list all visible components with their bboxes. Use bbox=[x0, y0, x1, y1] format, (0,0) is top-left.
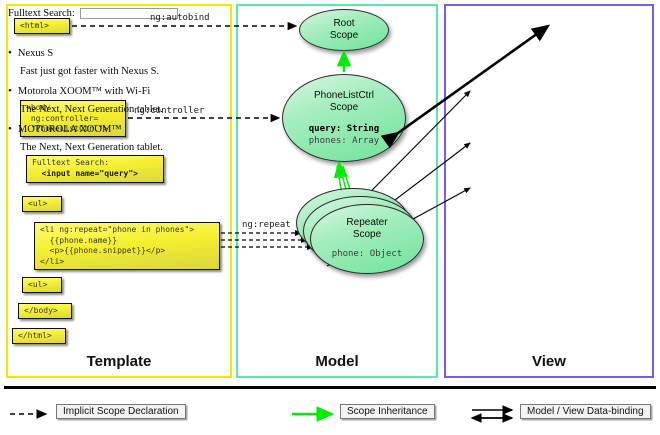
code-box-body-close: </body> bbox=[18, 303, 72, 319]
panel-view: View bbox=[444, 4, 654, 378]
view-search-row: Fulltext Search: bbox=[8, 8, 202, 19]
bullet-icon: • bbox=[8, 123, 12, 135]
view-phone-item: • Nexus S Fast just got faster with Nexu… bbox=[8, 47, 202, 78]
view-phone-name: Nexus S bbox=[17, 48, 54, 59]
code-box-ul-open: <ul> bbox=[22, 196, 62, 212]
view-phone-snippet: The Next, Next Generation tablet. bbox=[20, 104, 163, 115]
panel-label-model: Model bbox=[315, 353, 359, 370]
bullet-icon: • bbox=[8, 85, 12, 97]
scope-prop-phone: phone: Object bbox=[331, 249, 403, 259]
view-phone-name: Motorola XOOM™ with Wi-Fi bbox=[17, 86, 151, 97]
panel-label-view: View bbox=[532, 353, 566, 370]
view-phone-item: • Motorola XOOM™ with Wi-Fi The Next, Ne… bbox=[8, 85, 202, 116]
view-phone-name-row: • Motorola XOOM™ with Wi-Fi bbox=[8, 85, 202, 98]
code-box-li-repeat: <li ng:repeat="phone in phones"> {{phone… bbox=[34, 222, 220, 270]
legend-item-implicit-scope-declaration: Implicit Scope Declaration bbox=[56, 404, 186, 419]
scope-title-line: Repeater bbox=[346, 217, 388, 228]
bullet-icon: • bbox=[8, 47, 12, 59]
view-phone-name: MOTOROLA XOOM™ bbox=[17, 124, 122, 135]
legend: Implicit Scope Declaration Scope Inherit… bbox=[0, 398, 660, 432]
view-phone-name-row: • MOTOROLA XOOM™ bbox=[8, 123, 202, 136]
code-line: <p>{{phone.snippet}}</p> bbox=[40, 246, 166, 256]
scope-title-line: Root bbox=[333, 18, 355, 29]
edge-label-ng-controller: ng:controller bbox=[134, 106, 205, 116]
legend-label: Scope Inheritance bbox=[340, 404, 435, 419]
scope-prop-query: query: String bbox=[308, 124, 380, 134]
scope-title-line: PhoneListCtrl bbox=[313, 90, 375, 101]
view-search-label: Fulltext Search: bbox=[8, 8, 75, 19]
panel-label-template: Template bbox=[86, 353, 152, 370]
legend-item-model-view-data-binding: Model / View Data-binding bbox=[520, 404, 651, 419]
code-line: <li ng:repeat="phone in phones"> bbox=[40, 225, 195, 234]
legend-item-scope-inheritance: Scope Inheritance bbox=[340, 404, 435, 419]
legend-divider bbox=[4, 386, 656, 389]
view-phone-snippet: The Next, Next Generation tablet. bbox=[20, 142, 163, 153]
scope-title-line: Scope bbox=[329, 101, 359, 113]
scope-prop-phones: phones: Array bbox=[308, 135, 380, 146]
scope-title-line: Scope bbox=[352, 228, 382, 240]
edge-label-ng-repeat: ng:repeat bbox=[242, 220, 291, 230]
code-line: <body bbox=[26, 103, 51, 112]
view-search-input[interactable] bbox=[79, 8, 178, 19]
code-line: "PhoneListCtrl"> bbox=[26, 124, 108, 134]
view-content: Fulltext Search: • Nexus S Fast just got… bbox=[8, 8, 202, 153]
scope-title-line: Scope bbox=[329, 29, 359, 41]
scope-phonelistctrl: PhoneListCtrl Scope query: String phones… bbox=[282, 74, 406, 162]
code-line: ng:controller= bbox=[26, 113, 99, 123]
scope-root: Root Scope bbox=[299, 9, 389, 51]
code-box-body-open: <body ng:controller= "PhoneListCtrl"> bbox=[20, 100, 126, 137]
view-phone-name-row: • Nexus S bbox=[8, 47, 202, 60]
code-line: </li> bbox=[40, 256, 65, 266]
legend-label: Model / View Data-binding bbox=[520, 404, 651, 419]
code-box-html-close: </html> bbox=[12, 328, 66, 344]
code-box-fulltext-search: Fulltext Search: <input name="query"> bbox=[26, 155, 164, 183]
code-line-input: <input name="query"> bbox=[32, 168, 138, 178]
legend-label: Implicit Scope Declaration bbox=[56, 404, 186, 419]
code-line: Fulltext Search: bbox=[32, 158, 110, 167]
code-line: {{phone.name}} bbox=[40, 235, 118, 245]
view-phone-snippet: Fast just got faster with Nexus S. bbox=[20, 66, 160, 77]
code-box-html-open: <html> bbox=[14, 18, 70, 34]
edge-label-ng-autobind: ng:autobind bbox=[150, 13, 210, 23]
scope-repeater: Repeater Scope phone: Object bbox=[310, 204, 424, 274]
view-phone-item: • MOTOROLA XOOM™ The Next, Next Generati… bbox=[8, 123, 202, 154]
code-box-ul-close: <ul> bbox=[22, 277, 62, 293]
